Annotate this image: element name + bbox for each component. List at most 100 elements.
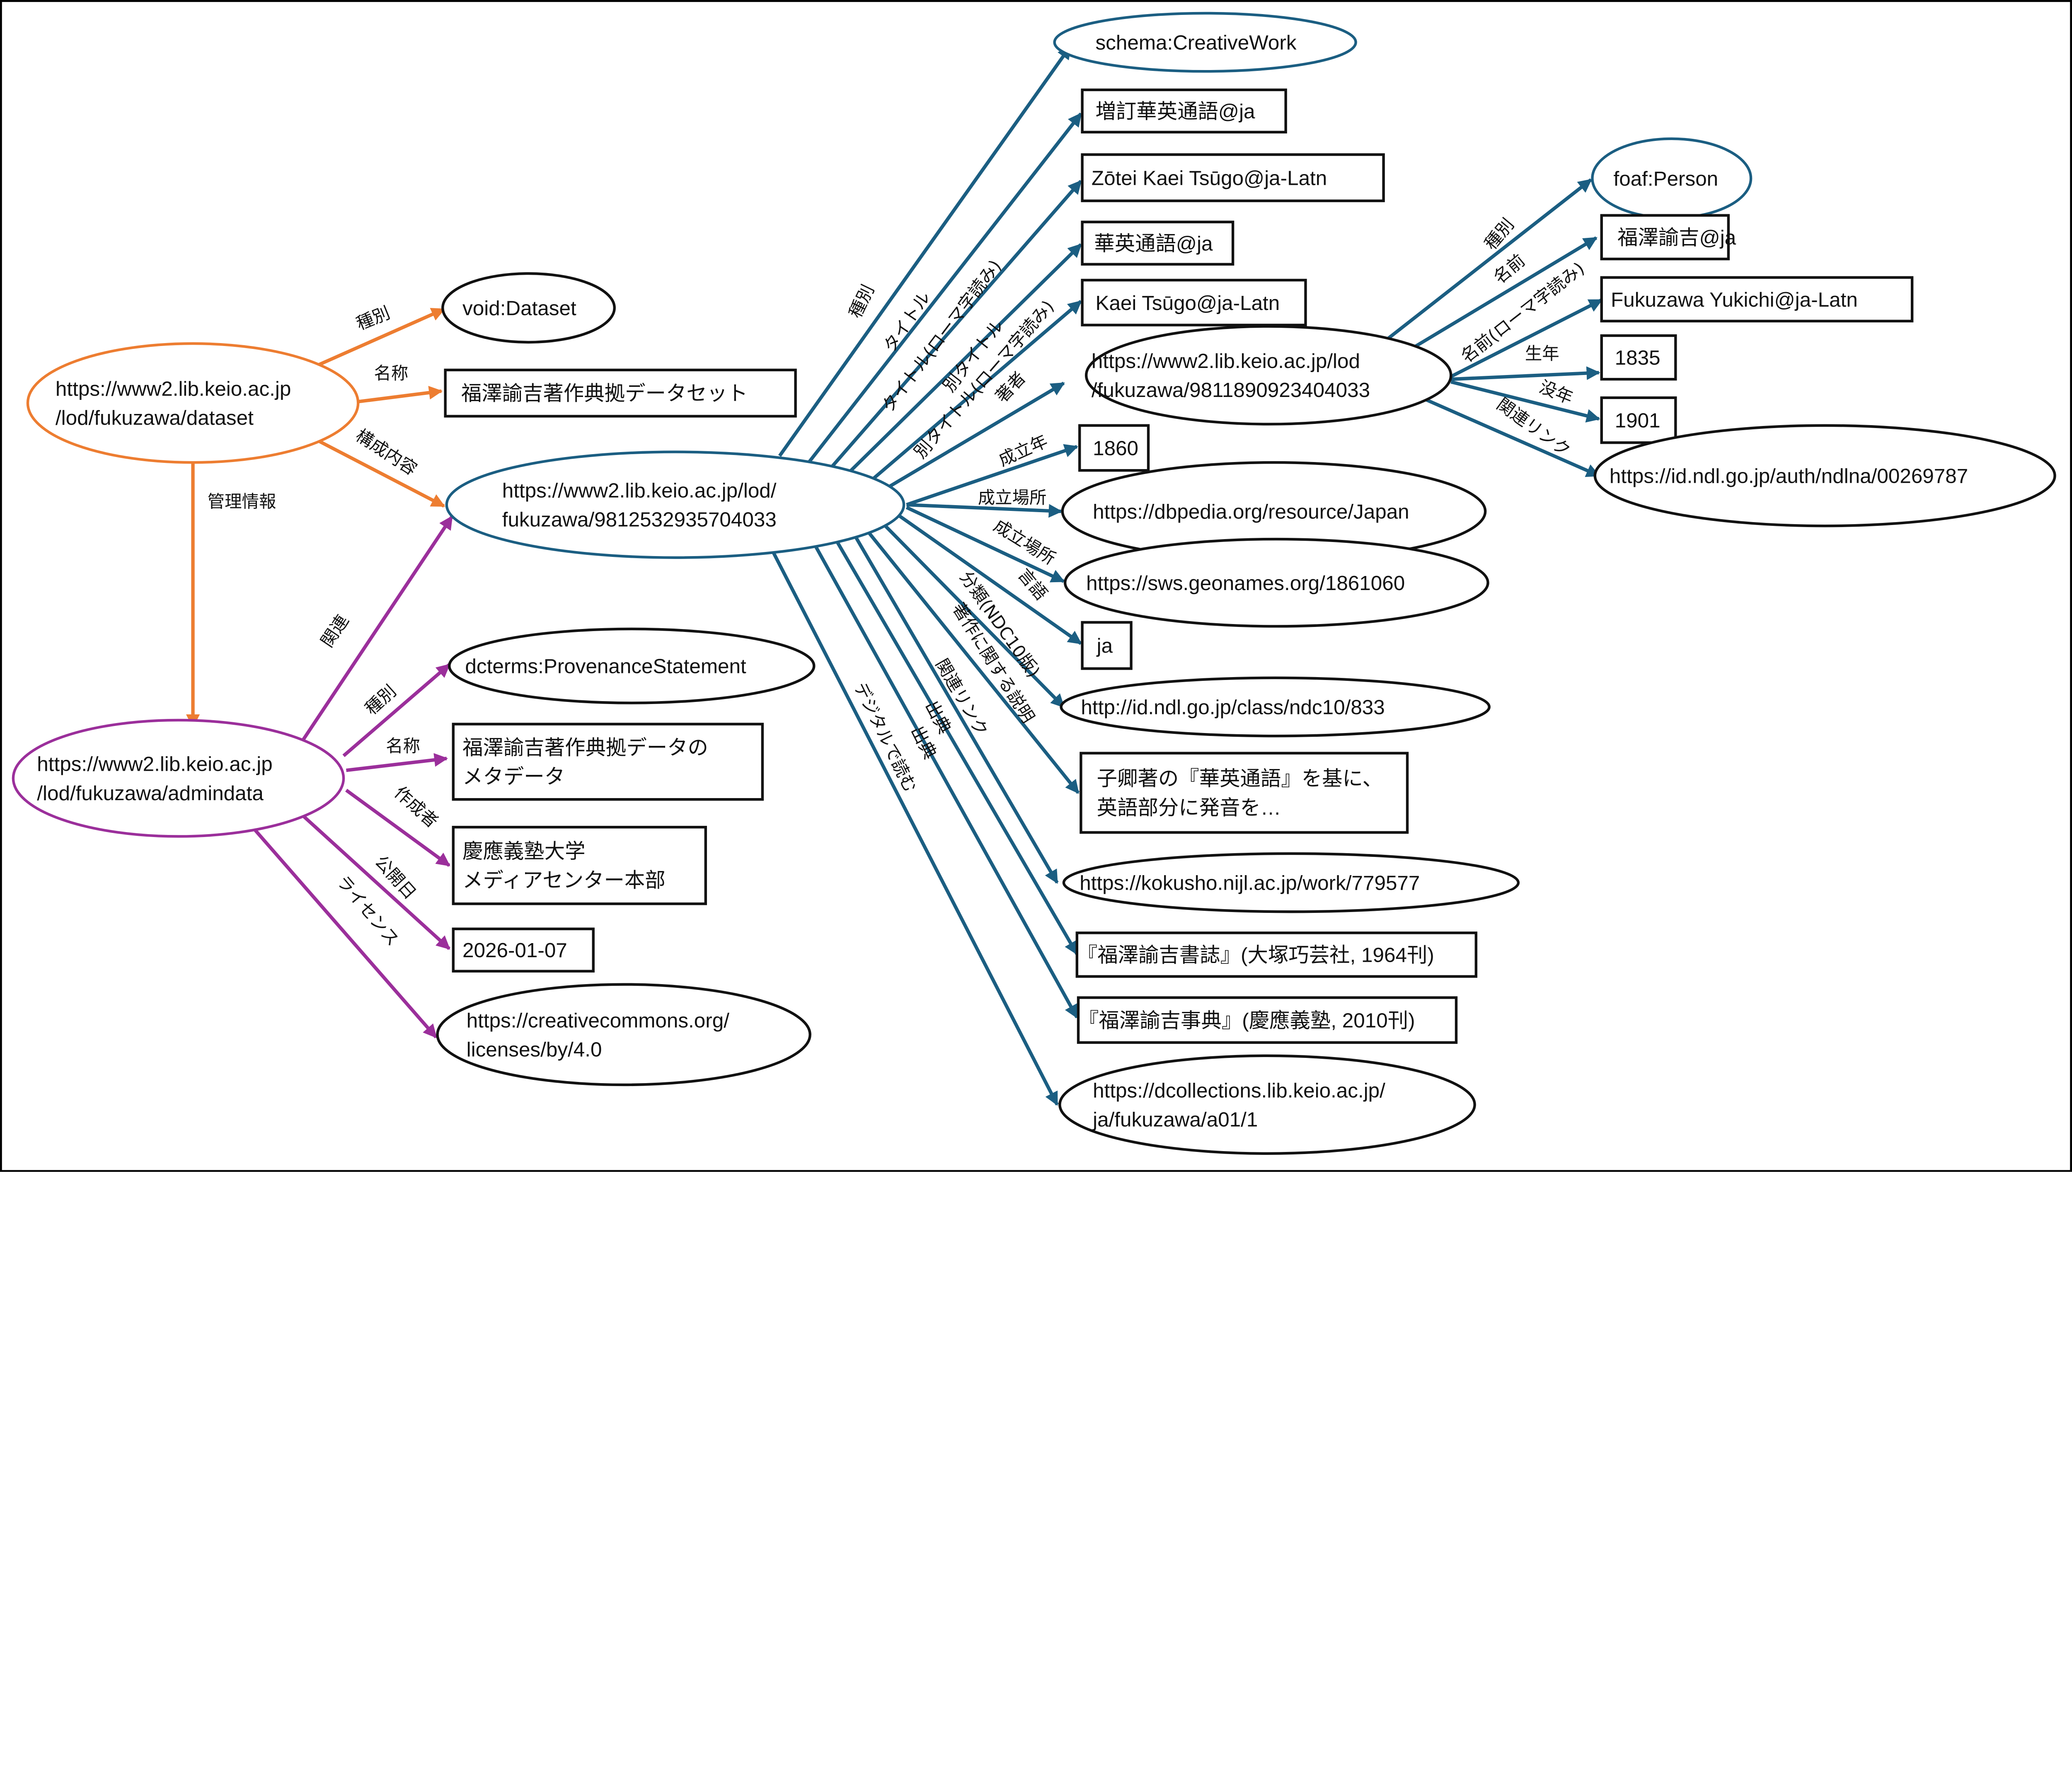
edge-p-type — [1377, 178, 1592, 348]
edge-w-src2 — [807, 533, 1079, 1019]
node-box — [1078, 424, 1150, 472]
node-text-line: http://id.ndl.go.jp/class/ndc10/833 — [1081, 696, 1385, 719]
edge-w-digital — [762, 533, 1059, 1106]
node-text-line: https://creativecommons.org/ — [467, 1009, 730, 1032]
node-text-line: 福澤諭吉著作典拠データセット — [461, 382, 748, 405]
node-license[interactable]: https://creativecommons.org/licenses/by/… — [436, 983, 811, 1086]
node-alt-title-ja[interactable]: 華英通語@ja — [1081, 220, 1234, 266]
edge-w-title-latn — [828, 180, 1082, 470]
node-text-line: schema:CreativeWork — [1095, 31, 1296, 54]
edge-label-p-birth: 生年 — [1525, 344, 1559, 363]
edge-w-year — [906, 444, 1078, 507]
node-void-dataset[interactable]: void:Dataset — [441, 272, 616, 344]
node-place-geonames[interactable]: https://sws.geonames.org/1861060 — [1063, 537, 1489, 628]
node-box — [1600, 214, 1730, 261]
node-box — [1077, 996, 1458, 1044]
edge-label-ds-name: 名称 — [374, 363, 408, 383]
node-text-line: /fukuzawa/9811890923404033 — [1092, 379, 1370, 402]
edge-w-link — [851, 530, 1059, 884]
node-person[interactable]: https://www2.lib.keio.ac.jp/lod/fukuzawa… — [1084, 325, 1452, 426]
node-foaf-person[interactable]: foaf:Person — [1591, 137, 1752, 220]
node-text-line: https://www2.lib.keio.ac.jp/lod/ — [502, 479, 777, 502]
edge-p-link — [1423, 397, 1600, 477]
node-box — [1075, 932, 1478, 978]
edge-ds-content — [305, 433, 445, 508]
node-box — [1081, 278, 1307, 327]
node-description[interactable]: 子卿著の『華英通語』を基に、英語部分に発音を… — [1080, 752, 1409, 834]
node-text-line: https://www2.lib.keio.ac.jp/lod — [1092, 350, 1360, 373]
node-provenance[interactable]: dcterms:ProvenanceStatement — [448, 627, 816, 704]
node-admindata[interactable]: https://www2.lib.keio.ac.jp/lod/fukuzawa… — [12, 719, 345, 838]
edge-p-death — [1450, 380, 1600, 423]
node-box — [1080, 752, 1409, 834]
node-ellipse — [1084, 325, 1452, 426]
edge-label-ds-admin: 管理情報 — [208, 491, 276, 511]
node-text-line: 『福澤諭吉事典』(慶應義塾, 2010刊) — [1078, 1009, 1415, 1032]
node-birth[interactable]: 1835 — [1600, 334, 1677, 381]
node-text-line: Zōtei Kaei Tsūgo@ja-Latn — [1092, 167, 1327, 189]
node-ellipse — [436, 983, 811, 1086]
edge-p-name-latn — [1450, 298, 1603, 378]
node-digital[interactable]: https://dcollections.lib.keio.ac.jp/ja/f… — [1058, 1054, 1476, 1155]
node-text-line: ja/fukuzawa/a01/1 — [1092, 1108, 1258, 1131]
node-box — [444, 368, 797, 418]
edge-ad-license — [252, 827, 438, 1038]
node-box — [1600, 396, 1677, 444]
node-title-ja[interactable]: 増訂華英通語@ja — [1081, 88, 1287, 134]
node-text-line: foaf:Person — [1613, 167, 1718, 190]
edge-ds-type — [303, 307, 445, 373]
node-box — [1600, 276, 1914, 323]
node-text-line: https://id.ndl.go.jp/auth/ndlna/00269787 — [1610, 465, 1968, 487]
edge-w-place2 — [905, 506, 1065, 583]
edge-p-birth — [1451, 366, 1600, 381]
node-title-latn[interactable]: Zōtei Kaei Tsūgo@ja-Latn — [1081, 153, 1385, 202]
node-creative-work[interactable]: schema:CreativeWork — [1053, 12, 1357, 73]
node-person-name-latn[interactable]: Fukuzawa Yukichi@ja-Latn — [1600, 276, 1914, 323]
node-text-line: https://dbpedia.org/resource/Japan — [1093, 501, 1409, 523]
node-ellipse — [1062, 852, 1520, 913]
edge-w-ndc — [881, 522, 1065, 708]
node-ellipse — [1058, 1054, 1476, 1155]
node-source2[interactable]: 『福澤諭吉事典』(慶應義塾, 2010刊) — [1077, 996, 1458, 1044]
node-dataset-name[interactable]: 福澤諭吉著作典拠データセット — [444, 368, 797, 418]
node-ndlna[interactable]: https://id.ndl.go.jp/auth/ndlna/00269787 — [1593, 424, 2056, 527]
edge-label-w-place1: 成立場所 — [978, 488, 1047, 508]
node-text-line: 『福澤諭吉書誌』(大塚巧芸社, 1964刊) — [1077, 944, 1434, 966]
node-ellipse — [448, 627, 816, 704]
node-alt-title-latn[interactable]: Kaei Tsūgo@ja-Latn — [1081, 278, 1307, 327]
node-lang[interactable]: ja — [1081, 621, 1133, 670]
node-box — [1081, 621, 1133, 670]
node-text-line: 福澤諭吉@ja — [1617, 226, 1736, 249]
node-text-line: https://sws.geonames.org/1861060 — [1086, 572, 1405, 595]
edge-w-alt-latn — [871, 300, 1082, 481]
node-text-line: https://dcollections.lib.keio.ac.jp/ — [1093, 1079, 1385, 1102]
node-text-line: 1835 — [1615, 346, 1661, 369]
node-text-line: 1860 — [1093, 437, 1138, 460]
edge-w-alt — [844, 243, 1082, 477]
edge-w-place1 — [906, 503, 1063, 518]
node-text-line: 英語部分に発音を… — [1097, 796, 1281, 819]
node-text-line: Kaei Tsūgo@ja-Latn — [1095, 292, 1280, 315]
edge-ad-creator — [345, 789, 450, 867]
node-ndc[interactable]: http://id.ndl.go.jp/class/ndc10/833 — [1060, 676, 1491, 738]
edges-layer — [186, 45, 1603, 1106]
rdf-graph-diagram: https://www2.lib.keio.ac.jp/lod/fukuzawa… — [0, 0, 2072, 1172]
node-work[interactable]: https://www2.lib.keio.ac.jp/lod/fukuzawa… — [445, 450, 905, 559]
node-text-line: 華英通語@ja — [1094, 232, 1213, 255]
node-admin-date[interactable]: 2026-01-07 — [452, 927, 595, 973]
node-box — [452, 723, 764, 801]
node-kokusho[interactable]: https://kokusho.nijl.ac.jp/work/779577 — [1062, 852, 1520, 913]
node-ellipse — [1593, 424, 2056, 527]
node-death[interactable]: 1901 — [1600, 396, 1677, 444]
node-person-name-ja[interactable]: 福澤諭吉@ja — [1600, 214, 1736, 261]
node-source1[interactable]: 『福澤諭吉書誌』(大塚巧芸社, 1964刊) — [1075, 932, 1478, 978]
node-year[interactable]: 1860 — [1078, 424, 1150, 472]
node-ellipse — [12, 719, 345, 838]
edge-ad-related — [300, 515, 454, 744]
node-dataset[interactable]: https://www2.lib.keio.ac.jp/lod/fukuzawa… — [26, 342, 360, 464]
edge-ad-date — [303, 815, 450, 950]
edge-w-title — [807, 112, 1082, 464]
node-text-line: void:Dataset — [462, 297, 576, 320]
